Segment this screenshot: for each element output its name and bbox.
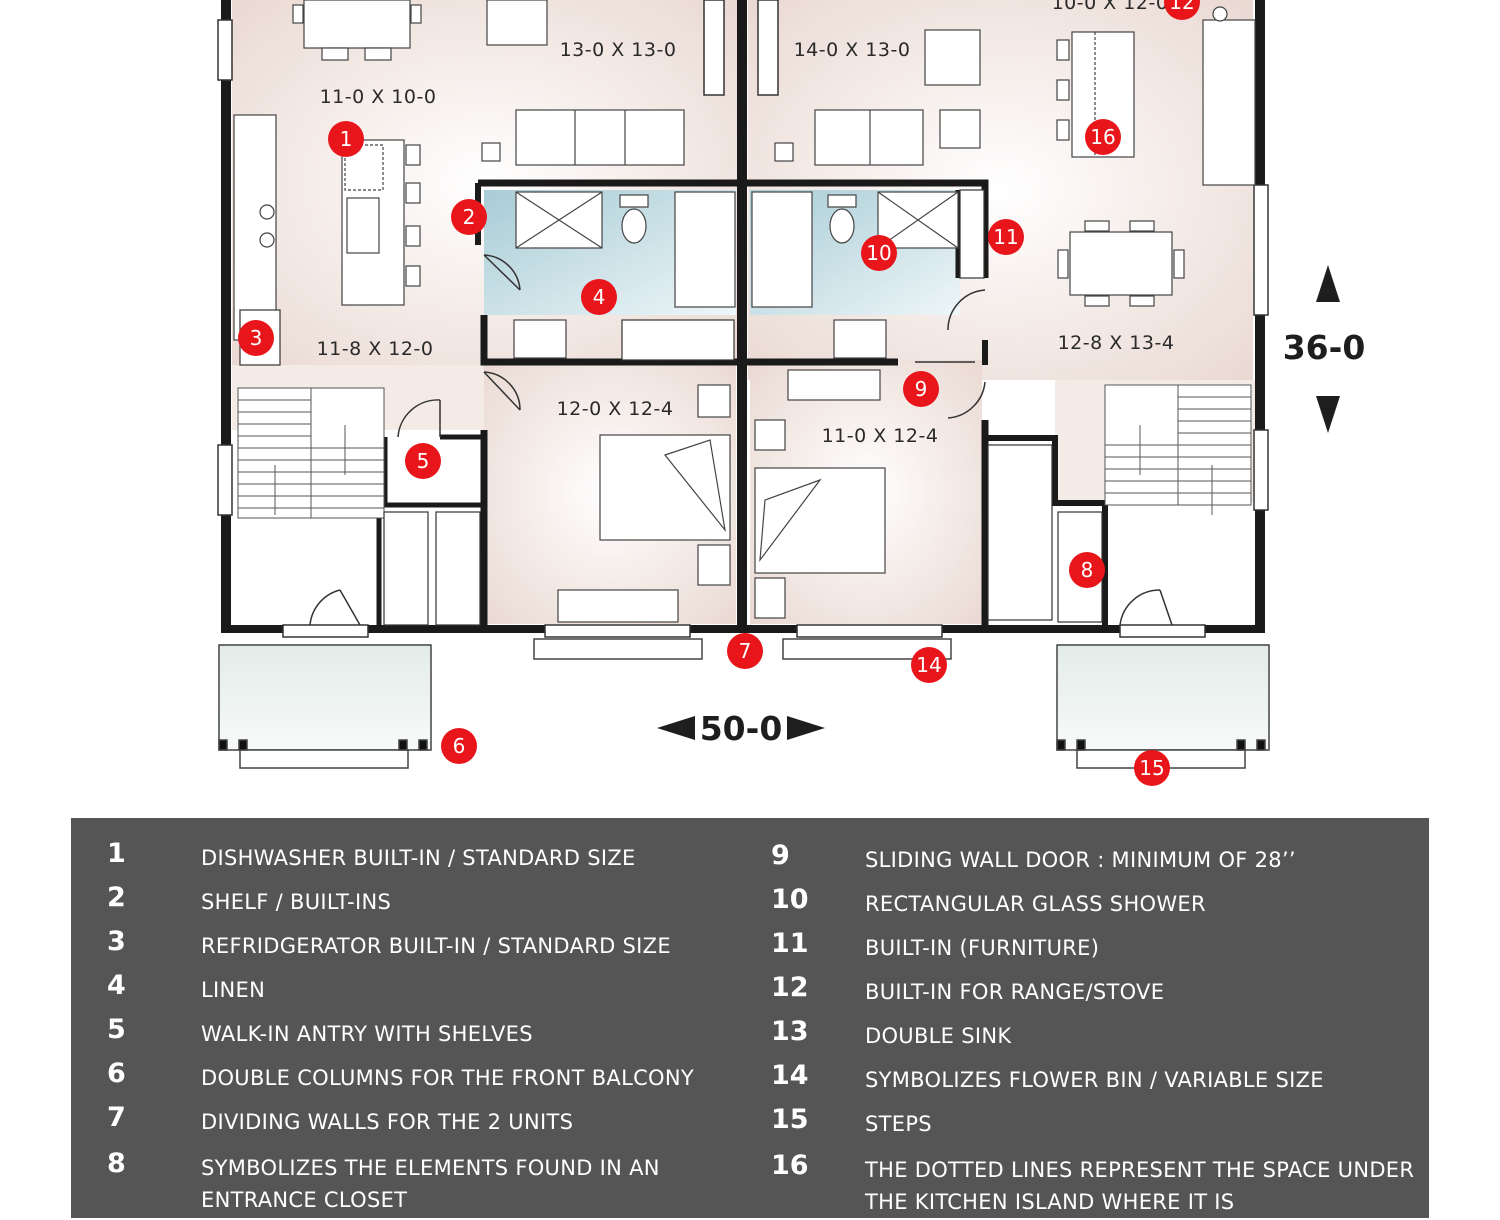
width-label: 50-0 xyxy=(700,709,783,748)
legend-number: 9 xyxy=(771,840,790,871)
svg-text:11: 11 xyxy=(993,225,1018,249)
badge-5: 5 xyxy=(405,443,441,479)
room-label: 10-0 X 12-0 xyxy=(1052,0,1169,14)
svg-text:5: 5 xyxy=(417,449,430,473)
badge-10: 10 xyxy=(861,235,897,271)
bedroom-furniture xyxy=(557,369,886,623)
legend-number: 2 xyxy=(107,882,126,913)
badges: 1 2 3 4 5 6 7 8 9 10 11 12 14 15 16 xyxy=(238,0,1200,786)
svg-text:8: 8 xyxy=(1081,558,1094,582)
room-label: 12-8 X 13-4 xyxy=(1058,332,1175,354)
legend-description: RECTANGULAR GLASS SHOWER xyxy=(865,892,1206,916)
dimension-width: 50-0 xyxy=(657,709,825,748)
kitchen-left xyxy=(233,0,422,341)
room-label: 13-0 X 13-0 xyxy=(560,39,677,61)
badge-4: 4 xyxy=(581,279,617,315)
legend-description: DISHWASHER BUILT-IN / STANDARD SIZE xyxy=(201,846,636,870)
badge-12: 12 xyxy=(1164,0,1200,20)
legend-number: 14 xyxy=(771,1060,809,1091)
legend-number: 11 xyxy=(771,928,809,959)
dimension-depth: 36-0 xyxy=(1283,265,1366,433)
stairs-left xyxy=(237,387,385,519)
legend-number: 10 xyxy=(771,884,809,915)
badge-15: 15 xyxy=(1134,750,1170,786)
arrow-left-icon xyxy=(657,716,695,740)
legend-number: 5 xyxy=(107,1014,126,1045)
legend-description: REFRIDGERATOR BUILT-IN / STANDARD SIZE xyxy=(201,934,671,958)
room-label: 11-0 X 12-4 xyxy=(822,425,939,447)
svg-text:12: 12 xyxy=(1169,0,1194,14)
badge-1: 1 xyxy=(328,121,364,157)
windows xyxy=(217,0,1269,638)
svg-text:9: 9 xyxy=(915,377,928,401)
balconies xyxy=(218,644,1270,769)
legend-number: 4 xyxy=(107,970,126,1001)
svg-text:10: 10 xyxy=(866,241,891,265)
arrow-down-icon xyxy=(1316,396,1340,433)
svg-text:16: 16 xyxy=(1090,125,1115,149)
depth-label: 36-0 xyxy=(1283,328,1366,367)
legend-number: 8 xyxy=(107,1148,126,1179)
badge-2: 2 xyxy=(451,199,487,235)
arrow-right-icon xyxy=(787,716,825,740)
living-right xyxy=(774,29,981,166)
legend-number: 13 xyxy=(771,1016,809,1047)
legend-number: 15 xyxy=(771,1104,809,1135)
legend-number: 12 xyxy=(771,972,809,1003)
svg-text:6: 6 xyxy=(453,734,466,758)
legend-number: 16 xyxy=(771,1150,809,1181)
svg-text:14: 14 xyxy=(916,653,941,677)
room-label: 12-0 X 12-4 xyxy=(557,398,674,420)
legend-description: STEPS xyxy=(865,1112,932,1136)
floor-plan: 11-0 X 10-0 13-0 X 13-0 14-0 X 13-0 10-0… xyxy=(217,0,1366,786)
room-label: 11-0 X 10-0 xyxy=(320,86,437,108)
svg-text:1: 1 xyxy=(340,127,353,151)
doors xyxy=(309,254,1173,626)
badge-3: 3 xyxy=(238,320,274,356)
badge-7: 7 xyxy=(727,633,763,669)
room-label: 11-8 X 12-0 xyxy=(317,338,434,360)
legend-description: SLIDING WALL DOOR : MINIMUM OF 28’’ xyxy=(865,848,1296,872)
room-label: 14-0 X 13-0 xyxy=(794,39,911,61)
legend-description: BUILT-IN (FURNITURE) xyxy=(865,936,1100,960)
legend-description: BUILT-IN FOR RANGE/STOVE xyxy=(865,980,1165,1004)
legend-number: 1 xyxy=(107,838,126,869)
legend-description: THE DOTTED LINES REPRESENT THE SPACE UND… xyxy=(865,1158,1415,1214)
room-labels: 11-0 X 10-0 13-0 X 13-0 14-0 X 13-0 10-0… xyxy=(317,0,1175,447)
svg-text:15: 15 xyxy=(1139,756,1164,780)
legend-panel: 1 DISHWASHER BUILT-IN / STANDARD SIZE 2 … xyxy=(71,818,1429,1218)
legend-description: SHELF / BUILT-INS xyxy=(201,890,392,914)
legend-number: 6 xyxy=(107,1058,126,1089)
legend-description: DIVIDING WALLS FOR THE 2 UNITS xyxy=(201,1110,574,1134)
stairs-right xyxy=(1104,384,1252,515)
legend-description: SYMBOLIZES FLOWER BIN / VARIABLE SIZE xyxy=(865,1068,1324,1092)
svg-text:7: 7 xyxy=(739,639,752,663)
badge-9: 9 xyxy=(903,371,939,407)
legend-description: DOUBLE COLUMNS FOR THE FRONT BALCONY xyxy=(201,1066,695,1090)
walls xyxy=(221,0,1265,633)
badge-8: 8 xyxy=(1069,552,1105,588)
badge-16: 16 xyxy=(1085,119,1121,155)
legend-description: DOUBLE SINK xyxy=(865,1024,1012,1048)
legend-number: 3 xyxy=(107,926,126,957)
legend-number: 7 xyxy=(107,1102,126,1133)
flower-bins xyxy=(533,638,952,660)
badge-6: 6 xyxy=(441,728,477,764)
legend-description: SYMBOLIZES THE ELEMENTS FOUND IN AN ENTR… xyxy=(201,1156,660,1212)
bath-fixtures xyxy=(513,191,959,359)
badge-11: 11 xyxy=(988,219,1024,255)
svg-text:4: 4 xyxy=(593,285,606,309)
svg-text:2: 2 xyxy=(463,205,476,229)
badge-14: 14 xyxy=(911,647,947,683)
legend-description: WALK-IN ANTRY WITH SHELVES xyxy=(201,1022,533,1046)
arrow-up-icon xyxy=(1316,265,1340,302)
svg-text:3: 3 xyxy=(250,326,263,350)
legend-description: LINEN xyxy=(201,978,266,1002)
living-left xyxy=(481,0,685,166)
